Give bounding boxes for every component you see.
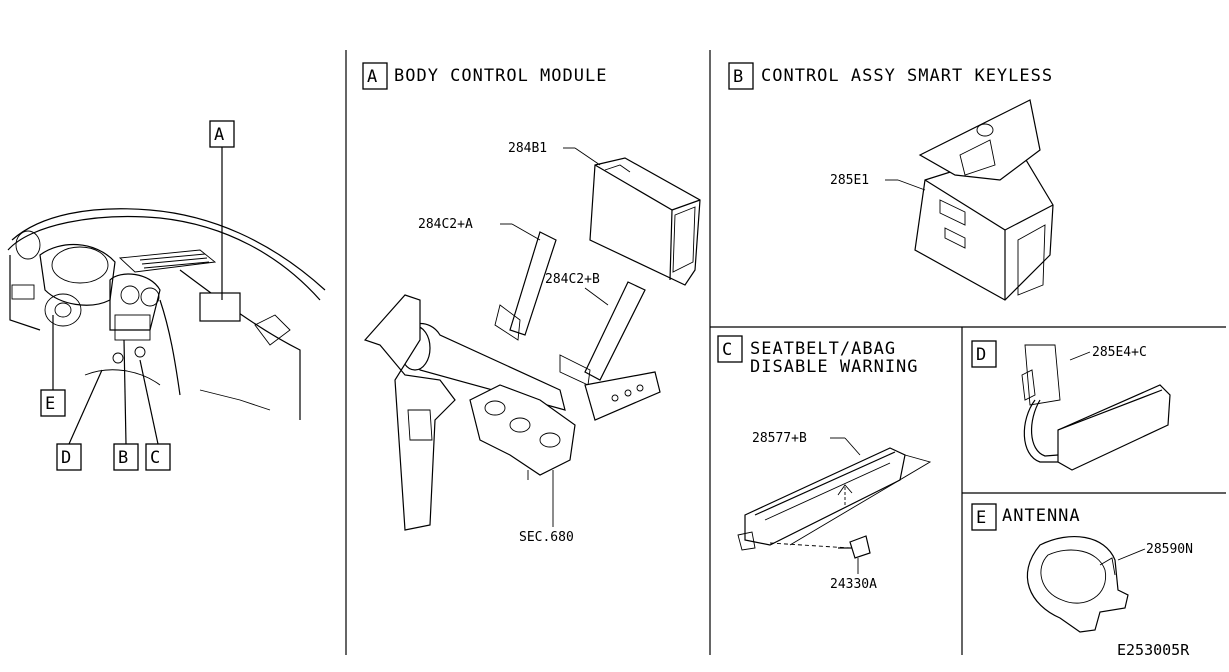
section-e-drawing (1026, 536, 1129, 633)
section-b-letter: B (733, 67, 744, 87)
part-label-284b1: 284B1 (508, 141, 547, 156)
section-d-letter: D (976, 345, 987, 365)
callout-a: A (214, 125, 225, 145)
part-label-28577b: 28577+B (752, 431, 807, 446)
section-c-drawing (737, 447, 932, 559)
part-label-285e1: 285E1 (830, 173, 869, 188)
section-c-title-line2: DISABLE WARNING (750, 357, 919, 377)
section-b-title: CONTROL ASSY SMART KEYLESS (761, 66, 1053, 86)
section-a-drawing (363, 157, 701, 531)
panel-dividers (345, 50, 1226, 655)
part-label-285e4c: 285E4+C (1092, 345, 1147, 360)
callout-b: B (118, 448, 129, 468)
part-label-284c2a: 284C2+A (418, 217, 473, 232)
section-c-title-line1: SEATBELT/ABAG (750, 339, 896, 359)
section-e-part-labels: 28590N (1117, 542, 1193, 561)
callout-d: D (61, 448, 72, 468)
section-d-header: D (971, 340, 997, 368)
part-label-sec680: SEC.680 (519, 530, 574, 545)
dashboard-overview-drawing (7, 208, 326, 420)
callout-c: C (150, 448, 161, 468)
section-a-header: A BODY CONTROL MODULE (362, 62, 607, 90)
section-c-letter: C (722, 340, 733, 360)
part-label-284c2b: 284C2+B (545, 272, 600, 287)
section-a-title: BODY CONTROL MODULE (394, 66, 607, 86)
part-label-28590n: 28590N (1146, 542, 1193, 557)
section-a-part-labels: 284B1 284C2+A 284C2+B SEC.680 (418, 141, 609, 545)
section-c-header: C SEATBELT/ABAG DISABLE WARNING (717, 335, 919, 377)
callout-e: E (45, 394, 56, 414)
section-b-drawing (914, 99, 1054, 301)
section-e-title: ANTENNA (1002, 506, 1081, 526)
section-a-letter: A (367, 67, 378, 87)
bcm-module-location (199, 292, 241, 322)
section-c-part-labels: 28577+B 24330A (752, 431, 877, 592)
section-e-header: E ANTENNA (971, 503, 1081, 531)
part-label-24330a: 24330A (830, 577, 877, 592)
section-b-header: B CONTROL ASSY SMART KEYLESS (728, 62, 1053, 90)
section-d-part-labels: 285E4+C (1069, 345, 1147, 361)
section-d-drawing (1021, 344, 1171, 471)
overview-callouts: A E D B C (40, 120, 235, 471)
section-e-letter: E (976, 508, 987, 528)
section-b-part-labels: 285E1 (830, 173, 926, 191)
figure-id: E253005R (1117, 641, 1190, 659)
